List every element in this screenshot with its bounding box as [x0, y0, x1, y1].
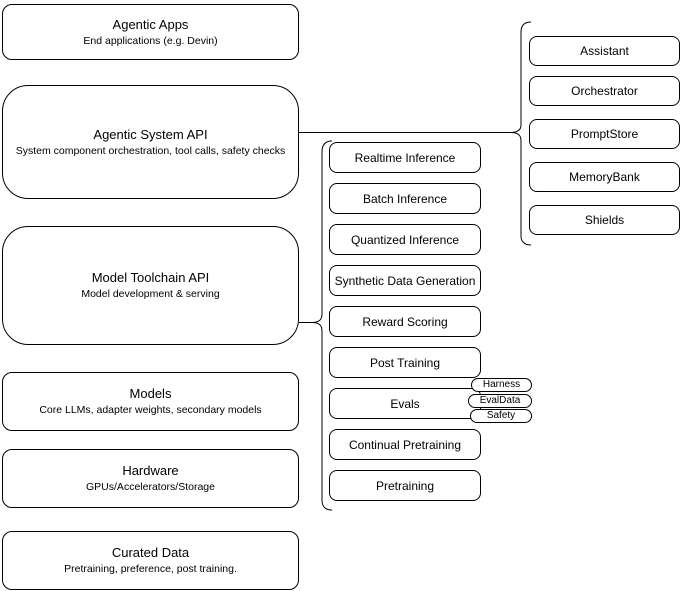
- node-label: Quantized Inference: [350, 232, 460, 247]
- node-label: Synthetic Data Generation: [334, 273, 476, 288]
- node-label: PromptStore: [570, 127, 639, 141]
- node-label: Post Training: [369, 355, 441, 370]
- node-agentic-system-api: Agentic System API System component orch…: [2, 85, 299, 199]
- node-subtitle: End applications (e.g. Devin): [83, 34, 218, 47]
- node-subtitle: GPUs/Accelerators/Storage: [86, 481, 215, 493]
- node-title: Agentic Apps: [112, 16, 189, 32]
- node-label: Pretraining: [375, 478, 435, 493]
- node-subtitle: Pretraining, preference, post training.: [64, 563, 237, 575]
- node-title: Agentic System API: [93, 126, 208, 142]
- node-realtime-inference: Realtime Inference: [329, 142, 481, 173]
- node-label: Continual Pretraining: [348, 437, 462, 452]
- node-models: Models Core LLMs, adapter weights, secon…: [2, 372, 299, 431]
- pill-harness: Harness: [471, 378, 532, 392]
- pill-label: Safety: [486, 410, 516, 421]
- node-quantized-inference: Quantized Inference: [329, 224, 481, 255]
- node-batch-inference: Batch Inference: [329, 183, 481, 214]
- node-label: Shields: [584, 213, 625, 227]
- node-promptstore: PromptStore: [529, 119, 680, 149]
- node-memorybank: MemoryBank: [529, 162, 680, 192]
- node-title: Model Toolchain API: [91, 270, 210, 285]
- pill-evaldata: EvalData: [468, 394, 532, 408]
- node-title: Curated Data: [111, 545, 190, 560]
- node-label: Evals: [390, 396, 420, 411]
- node-orchestrator: Orchestrator: [529, 76, 680, 106]
- node-subtitle: Model development & serving: [81, 288, 220, 300]
- node-shields: Shields: [529, 205, 680, 235]
- node-label: Orchestrator: [571, 84, 638, 98]
- node-label: Reward Scoring: [362, 314, 448, 329]
- node-assistant: Assistant: [529, 36, 680, 66]
- node-post-training: Post Training: [329, 347, 481, 378]
- node-hardware: Hardware GPUs/Accelerators/Storage: [2, 449, 299, 508]
- pill-label: Harness: [482, 379, 521, 390]
- node-label: MemoryBank: [569, 170, 640, 184]
- node-label: Assistant: [580, 44, 629, 58]
- node-subtitle: Core LLMs, adapter weights, secondary mo…: [39, 404, 262, 416]
- node-evals: Evals: [329, 388, 481, 419]
- node-curated-data: Curated Data Pretraining, preference, po…: [2, 531, 299, 590]
- node-agentic-apps: Agentic Apps End applications (e.g. Devi…: [2, 4, 299, 60]
- node-reward-scoring: Reward Scoring: [329, 306, 481, 337]
- node-pretraining: Pretraining: [329, 470, 481, 501]
- node-continual-pretraining: Continual Pretraining: [329, 429, 481, 460]
- node-label: Realtime Inference: [354, 150, 456, 165]
- node-subtitle: System component orchestration, tool cal…: [15, 144, 286, 157]
- node-title: Models: [129, 386, 172, 401]
- node-synthetic-data-generation: Synthetic Data Generation: [329, 265, 481, 296]
- node-title: Hardware: [122, 463, 179, 478]
- node-label: Batch Inference: [362, 191, 448, 206]
- pill-label: EvalData: [479, 395, 521, 406]
- pill-safety: Safety: [470, 409, 532, 423]
- node-model-toolchain-api: Model Toolchain API Model development & …: [2, 226, 299, 345]
